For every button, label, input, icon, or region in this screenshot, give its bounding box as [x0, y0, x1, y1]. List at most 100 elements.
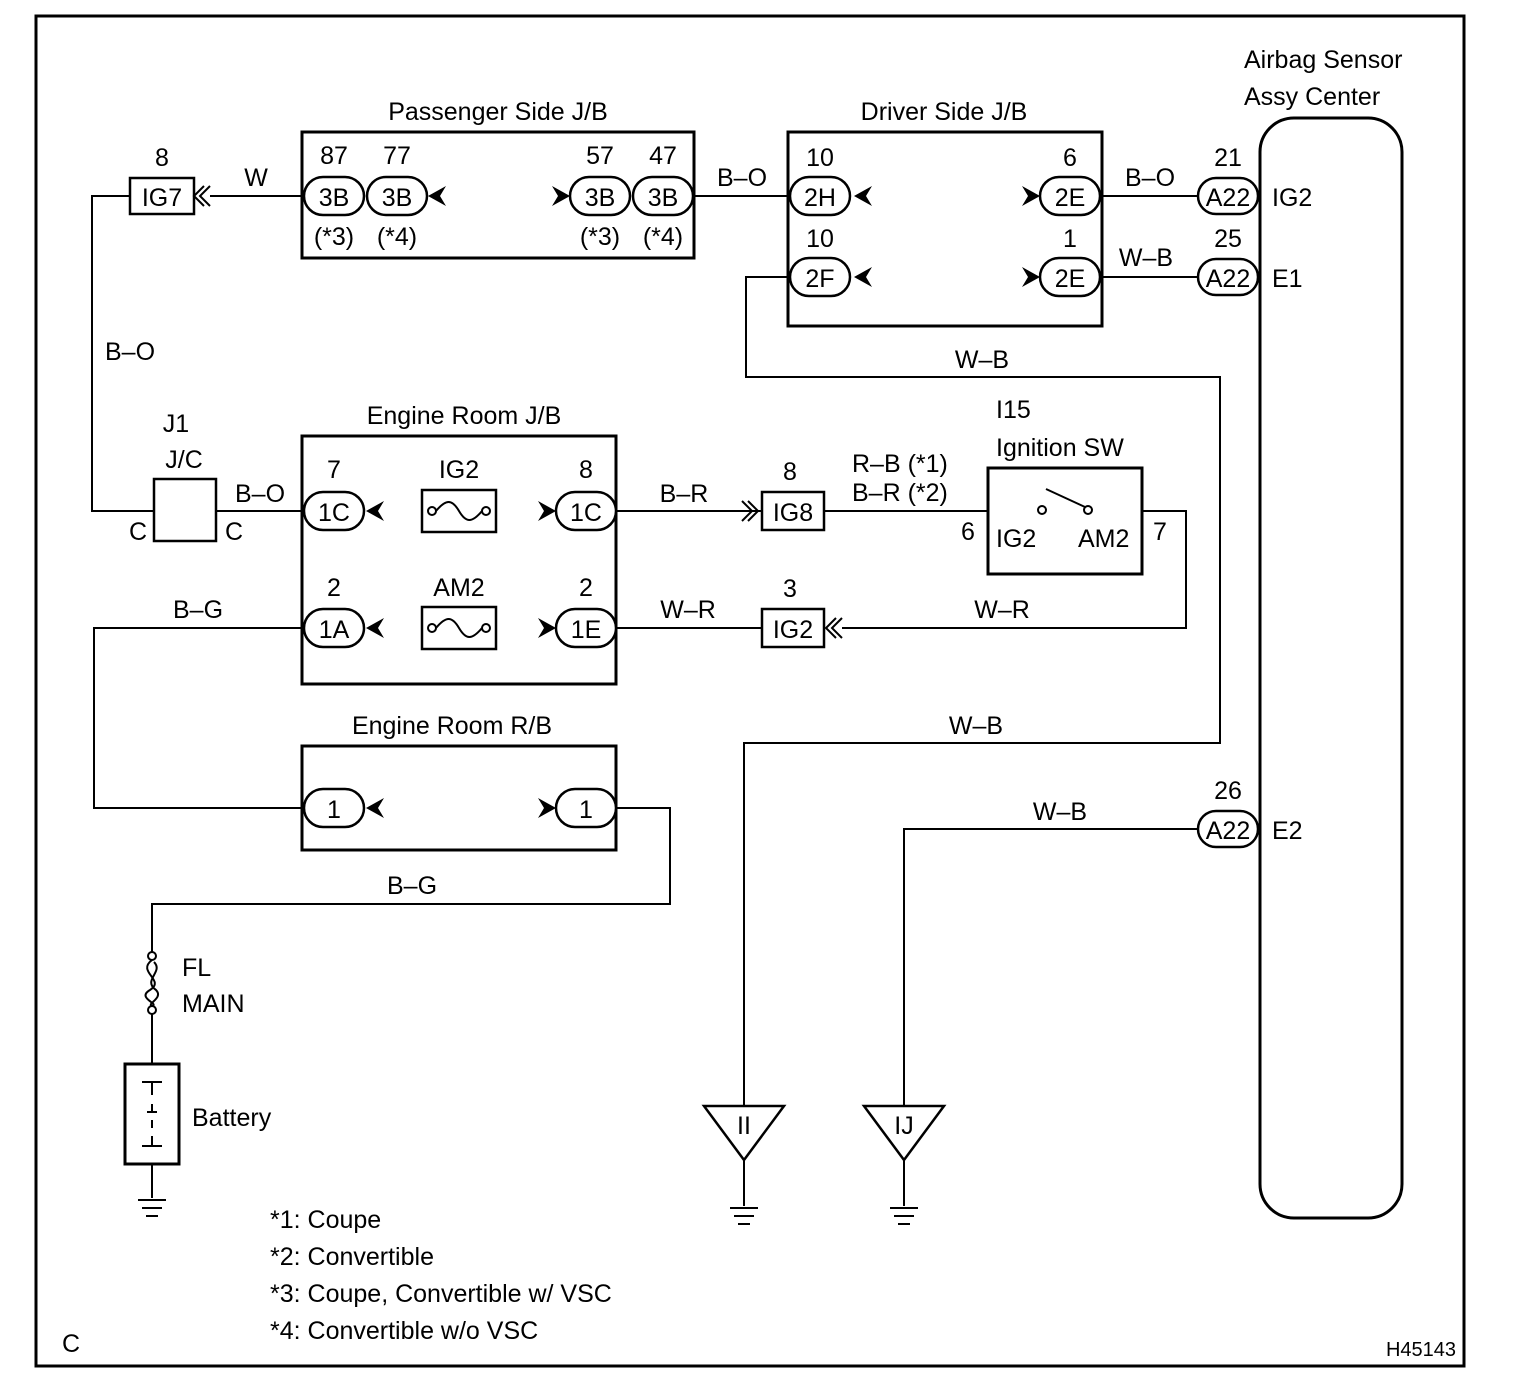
j1-pin-right: C	[225, 518, 243, 546]
ig2-connector: IG2 3	[760, 575, 843, 649]
passenger-jb-note-2: (*4)	[377, 223, 417, 251]
wire-label-bo-left: B–O	[105, 338, 155, 366]
driver-jb-title: Driver Side J/B	[861, 98, 1028, 126]
footnote-1: *1: Coupe	[270, 1206, 381, 1234]
wire-label-bg-bottom: B–G	[387, 872, 437, 900]
wire-label-bo-jb: B–O	[717, 164, 767, 192]
corner-label: C	[62, 1330, 80, 1358]
j1-junction-connector: J1 J/C C C	[129, 410, 243, 546]
figure-id: H45143	[1386, 1339, 1456, 1361]
engine-room-rb-pin-right: 1	[579, 796, 593, 824]
fl-main-fusible-link: FL MAIN	[144, 951, 245, 1018]
passenger-jb-pin-87: 87	[320, 142, 348, 170]
driver-jb-pin-10a: 10	[806, 144, 834, 172]
j1-pin-left: C	[129, 518, 147, 546]
svg-text:3B: 3B	[648, 184, 679, 212]
airbag-sensor-assy-center: Airbag Sensor Assy Center	[1244, 46, 1404, 1220]
a22-ig2-pin: 21	[1214, 144, 1242, 172]
svg-text:2F: 2F	[805, 265, 834, 293]
passenger-jb-note-1: (*3)	[314, 223, 354, 251]
ignition-sw-pin-7: 7	[1153, 518, 1167, 546]
wire-label-wb-mid: W–B	[955, 346, 1009, 374]
passenger-jb-note-4: (*4)	[643, 223, 683, 251]
a22-connector-e1: A22 25 E1	[1196, 225, 1303, 297]
ignition-switch: I15 Ignition SW 6 7 IG2 AM2	[961, 396, 1167, 576]
fl-main-label-1: FL	[182, 954, 211, 982]
airbag-sensor-title-line2: Assy Center	[1244, 83, 1380, 111]
wire-label-br: B–R	[660, 480, 709, 508]
ig2-fuse: IG2	[420, 456, 498, 534]
svg-text:A22: A22	[1206, 184, 1250, 212]
a22-e2-pin: 26	[1214, 777, 1242, 805]
ignition-sw-pin-6: 6	[961, 518, 975, 546]
engine-room-rb-title: Engine Room R/B	[352, 712, 552, 740]
battery-earth-icon	[138, 1199, 166, 1217]
battery-label: Battery	[192, 1104, 272, 1132]
wire-label-bo-j1: B–O	[235, 480, 285, 508]
wire-label-bo-a22: B–O	[1125, 164, 1175, 192]
terminal-e2: E2	[1272, 817, 1303, 845]
ground-symbols: II IJ	[138, 1104, 947, 1225]
wire-label-rb-coupe: R–B (*1)	[852, 450, 948, 478]
am2-fuse: AM2	[420, 574, 498, 651]
svg-text:IG2: IG2	[773, 616, 813, 644]
ignition-sw-contact-am2: AM2	[1078, 525, 1129, 553]
terminal-e1: E1	[1272, 265, 1303, 293]
svg-text:2E: 2E	[1055, 184, 1086, 212]
ground-point-ij: IJ	[861, 1104, 947, 1225]
svg-text:A22: A22	[1206, 265, 1250, 293]
svg-text:3B: 3B	[585, 184, 616, 212]
ignition-sw-contact-ig2: IG2	[996, 525, 1036, 553]
airbag-sensor-title-line1: Airbag Sensor	[1244, 46, 1402, 74]
ig2-fuse-label: IG2	[439, 456, 479, 484]
footnote-2: *2: Convertible	[270, 1243, 434, 1271]
am2-fuse-label: AM2	[433, 574, 484, 602]
footnotes: *1: Coupe *2: Convertible *3: Coupe, Con…	[270, 1206, 612, 1345]
svg-text:A22: A22	[1206, 817, 1250, 845]
svg-text:3B: 3B	[382, 184, 413, 212]
engine-room-jb-pin-2a: 2	[327, 574, 341, 602]
battery: Battery	[123, 1062, 272, 1166]
ig2-connector-pin: 3	[783, 575, 797, 603]
svg-text:1A: 1A	[319, 616, 350, 644]
ig8-connector: IG8 8	[741, 458, 826, 532]
svg-text:1C: 1C	[570, 499, 602, 527]
wire-label-w: W	[244, 164, 268, 192]
svg-text:2E: 2E	[1055, 265, 1086, 293]
driver-side-jb: Driver Side J/B 2H 2E 2F 2E 10 6 10 1	[786, 98, 1104, 328]
svg-text:2H: 2H	[804, 184, 836, 212]
ig7-pin: 8	[155, 144, 169, 172]
wire-label-wr-right: W–R	[974, 596, 1030, 624]
diagram-frame	[34, 14, 1466, 1368]
ignition-sw-name: Ignition SW	[996, 434, 1124, 462]
ground-point-ii: II	[701, 1104, 787, 1225]
engine-room-jb-title: Engine Room J/B	[367, 402, 562, 430]
engine-room-jb-pin-2b: 2	[579, 574, 593, 602]
passenger-jb-pin-47: 47	[649, 142, 677, 170]
passenger-side-jb: Passenger Side J/B 3B 3B 3B 3B 87 77 57 …	[300, 98, 696, 260]
driver-jb-pin-6: 6	[1063, 144, 1077, 172]
a22-connector-ig2: A22 21 IG2	[1196, 144, 1312, 216]
ignition-sw-id: I15	[996, 396, 1031, 424]
wire-label-bg-top: B–G	[173, 596, 223, 624]
svg-text:1E: 1E	[571, 616, 602, 644]
svg-text:3B: 3B	[319, 184, 350, 212]
wire-label-wb-low: W–B	[949, 712, 1003, 740]
svg-text:1C: 1C	[318, 499, 350, 527]
passenger-jb-title: Passenger Side J/B	[388, 98, 608, 126]
footnote-4: *4: Convertible w/o VSC	[270, 1317, 538, 1345]
wire-label-wr-left: W–R	[660, 596, 716, 624]
svg-text:IG7: IG7	[142, 184, 182, 212]
svg-text:IG8: IG8	[773, 499, 813, 527]
engine-room-jb-pin-8: 8	[579, 456, 593, 484]
engine-room-jb-pin-7: 7	[327, 456, 341, 484]
terminal-ig2: IG2	[1272, 184, 1312, 212]
driver-jb-pin-10b: 10	[806, 225, 834, 253]
fl-main-label-2: MAIN	[182, 990, 245, 1018]
footnote-3: *3: Coupe, Convertible w/ VSC	[270, 1280, 612, 1308]
j1-id: J1	[163, 410, 189, 438]
a22-connector-e2: A22 26 E2	[1196, 777, 1303, 849]
a22-e1-pin: 25	[1214, 225, 1242, 253]
engine-room-rb-pin-left: 1	[327, 796, 341, 824]
